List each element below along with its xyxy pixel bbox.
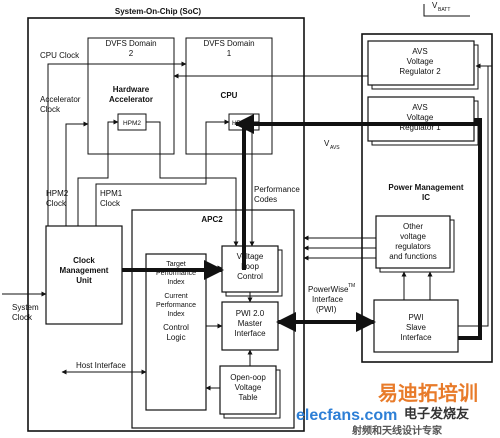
hpm2-clock-label-1: HPM2	[46, 189, 69, 198]
cpu-label: CPU	[221, 91, 238, 100]
hpm1-clock-label-1: HPM1	[100, 189, 123, 198]
svg-text:PowerWise: PowerWise	[308, 285, 349, 294]
avs1-supply-path	[234, 114, 482, 134]
hpm2-label: HPM2	[123, 120, 141, 127]
hw-accel-line2: Accelerator	[109, 95, 153, 104]
watermark-cn1: 易迪拓培训	[378, 381, 478, 405]
dvfs2-line1: DVFS Domain	[105, 39, 156, 48]
control-line8: Logic	[166, 333, 185, 342]
avs1-line1: AVS	[412, 103, 427, 112]
avs2-line1: AVS	[412, 47, 427, 56]
pmic-boundary	[361, 33, 493, 363]
slave-to-avs2-wire	[458, 63, 489, 327]
hpm1-clock-wire	[95, 119, 230, 226]
other-regulators	[375, 215, 451, 269]
soc-boundary	[27, 17, 305, 432]
vlc-line1: Voltage	[237, 252, 264, 261]
control-line4: Current	[164, 293, 187, 300]
vavs-label: V AVS	[324, 139, 340, 151]
vbatt-label: V BATT	[432, 1, 450, 13]
avs1-line2: Voltage	[407, 113, 434, 122]
avs1-line3: Regulator 1	[399, 123, 441, 132]
cpu-clock-label: CPU Clock	[40, 51, 80, 60]
perf-codes-label-2: Codes	[254, 195, 277, 204]
other-reg-line1: Other	[403, 222, 423, 231]
pwi-slave-line1: PWI	[408, 313, 423, 322]
other-reg-line4: and functions	[389, 252, 437, 261]
control-line5: Performance	[156, 302, 196, 309]
hw-accel-line1: Hardware	[113, 85, 150, 94]
svg-text:V: V	[324, 139, 330, 148]
pwi-slave-line2: Slave	[406, 323, 427, 332]
open-loop-line3: Table	[238, 393, 258, 402]
soc-title: System-On-Chip (SoC)	[115, 7, 202, 16]
pwi-master-line2: Master	[238, 319, 263, 328]
watermark-cn2: 电子发烧友	[404, 406, 469, 422]
dvfs2-line2: 2	[129, 49, 134, 58]
pwi-slave-line3: Interface	[400, 333, 432, 342]
open-loop-line1: Open-oop	[230, 373, 266, 382]
svg-text:AVS: AVS	[330, 145, 340, 151]
control-line3: Index	[167, 279, 185, 286]
hpm2-clock-label-2: Clock	[46, 199, 67, 208]
svg-text:BATT: BATT	[438, 7, 450, 13]
accel-clock-label-2: Clock	[40, 105, 61, 114]
clock-management-unit	[45, 225, 123, 325]
pwi-master-line1: PWI 2.0	[236, 309, 265, 318]
cmu-line3: Unit	[76, 276, 92, 285]
avs2-line3: Regulator 2	[399, 67, 441, 76]
watermark-en: elecfans.com	[296, 407, 397, 424]
hpm1-clock-label-2: Clock	[100, 199, 121, 208]
svg-text:Interface: Interface	[312, 295, 344, 304]
voltage-loop-control	[221, 245, 279, 293]
hpm2-perf-code-wire	[146, 121, 239, 247]
vbatt-wire	[423, 4, 470, 17]
system-clock-label-2: Clock	[12, 313, 33, 322]
perf-codes-label-1: Performance	[254, 185, 300, 194]
control-line1: Target	[166, 261, 186, 268]
pwi-to-avs1-path	[458, 124, 482, 340]
control-line6: Index	[167, 311, 185, 318]
avs-regulator-2	[367, 40, 475, 86]
accel-clock-wire	[65, 121, 89, 226]
pwi-master-line3: Interface	[234, 329, 266, 338]
cmu-line2: Management	[60, 266, 109, 275]
control-line7: Control	[163, 323, 189, 332]
other-reg-line3: regulators	[395, 242, 431, 251]
open-loop-table	[219, 365, 277, 415]
svg-text:V: V	[432, 1, 438, 10]
dvfs1-line2: 1	[227, 49, 232, 58]
watermark: 易迪拓培训 elecfans.com 电子发烧友 射频和天线设计专家	[296, 381, 478, 437]
dvfs-domain-2	[87, 37, 175, 155]
system-clock-label-1: System	[12, 303, 39, 312]
pwi-slave-interface	[373, 299, 459, 353]
dvfs1-line1: DVFS Domain	[203, 39, 254, 48]
pmic-title-line2: IC	[422, 193, 430, 202]
host-interface-label: Host Interface	[76, 361, 126, 370]
hpm2-clock-wire	[77, 119, 119, 226]
open-loop-line2: Voltage	[235, 383, 262, 392]
apc2-title: APC2	[201, 215, 223, 224]
watermark-cn3: 射频和天线设计专家	[351, 424, 443, 437]
accel-clock-label-1: Accelerator	[40, 95, 81, 104]
svg-text:TM: TM	[348, 283, 355, 289]
control-logic-block	[145, 253, 207, 411]
vlc-line3: Control	[237, 272, 263, 281]
dvfs-domain-1	[185, 37, 273, 155]
svg-text:(PWI): (PWI)	[316, 305, 337, 314]
cmu-line1: Clock	[73, 256, 95, 265]
avs2-line2: Voltage	[407, 57, 434, 66]
pwi-master-interface	[221, 301, 279, 351]
powerwise-interface-label: PowerWise TM Interface (PWI)	[308, 283, 355, 314]
other-reg-line2: voltage	[400, 232, 426, 241]
control-line2: Performance	[156, 270, 196, 277]
cpu-clock-wire	[47, 61, 187, 226]
pmic-title-line1: Power Management	[388, 183, 463, 192]
hpm1-perf-code-wire	[249, 121, 259, 247]
vlc-line2: Loop	[241, 262, 259, 271]
